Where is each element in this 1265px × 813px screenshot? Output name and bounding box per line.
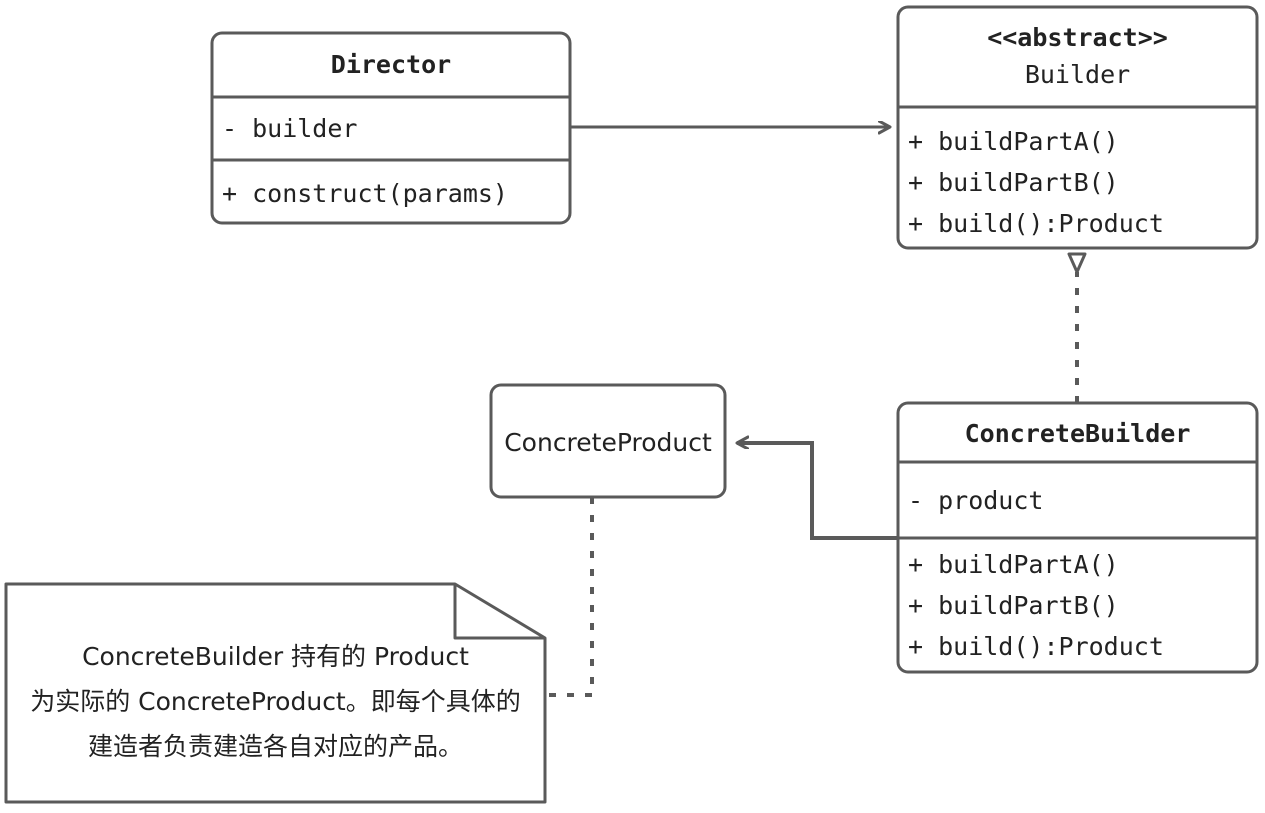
builder-stereotype: <<abstract>> [987, 23, 1168, 52]
note-box[interactable] [4, 582, 547, 804]
note-text-line-0: ConcreteBuilder 持有的 Product [82, 642, 469, 671]
connector-note-to-concreteproduct [545, 497, 594, 697]
builder-box-outline [896, 5, 1259, 250]
class-box-concrete-builder[interactable] [896, 401, 1259, 674]
note-text-line-1: 为实际的 ConcreteProduct。即每个具体的 [30, 687, 521, 716]
director-class-name: Director [330, 50, 452, 79]
connector-concretebuilder-to-concreteproduct [737, 443, 898, 540]
concrete-builder-method-1: + buildPartB() [908, 591, 1119, 620]
builder-method-1: + buildPartB() [908, 168, 1119, 197]
note-text-line-2: 建造者负责建造各自对应的产品。 [87, 732, 463, 761]
note-fold-corner-icon [453, 584, 545, 640]
note-box-outline [4, 582, 547, 804]
class-box-concrete-product[interactable] [489, 383, 727, 499]
concrete-product-box-outline [489, 383, 727, 499]
concrete-builder-attribute-0: - product [908, 486, 1044, 515]
class-box-builder[interactable] [896, 5, 1259, 250]
concrete-builder-method-0: + buildPartA() [908, 550, 1119, 579]
director-method-0: + construct(params) [222, 179, 508, 208]
concrete-builder-class-name: ConcreteBuilder [964, 419, 1191, 448]
concrete-product-class-name: ConcreteProduct [504, 428, 712, 457]
builder-class-name: Builder [1024, 60, 1131, 89]
concrete-builder-method-2: + build():Product [908, 632, 1164, 661]
director-attribute-0: - builder [222, 114, 358, 143]
builder-method-2: + build():Product [908, 209, 1164, 238]
builder-method-0: + buildPartA() [908, 127, 1119, 156]
